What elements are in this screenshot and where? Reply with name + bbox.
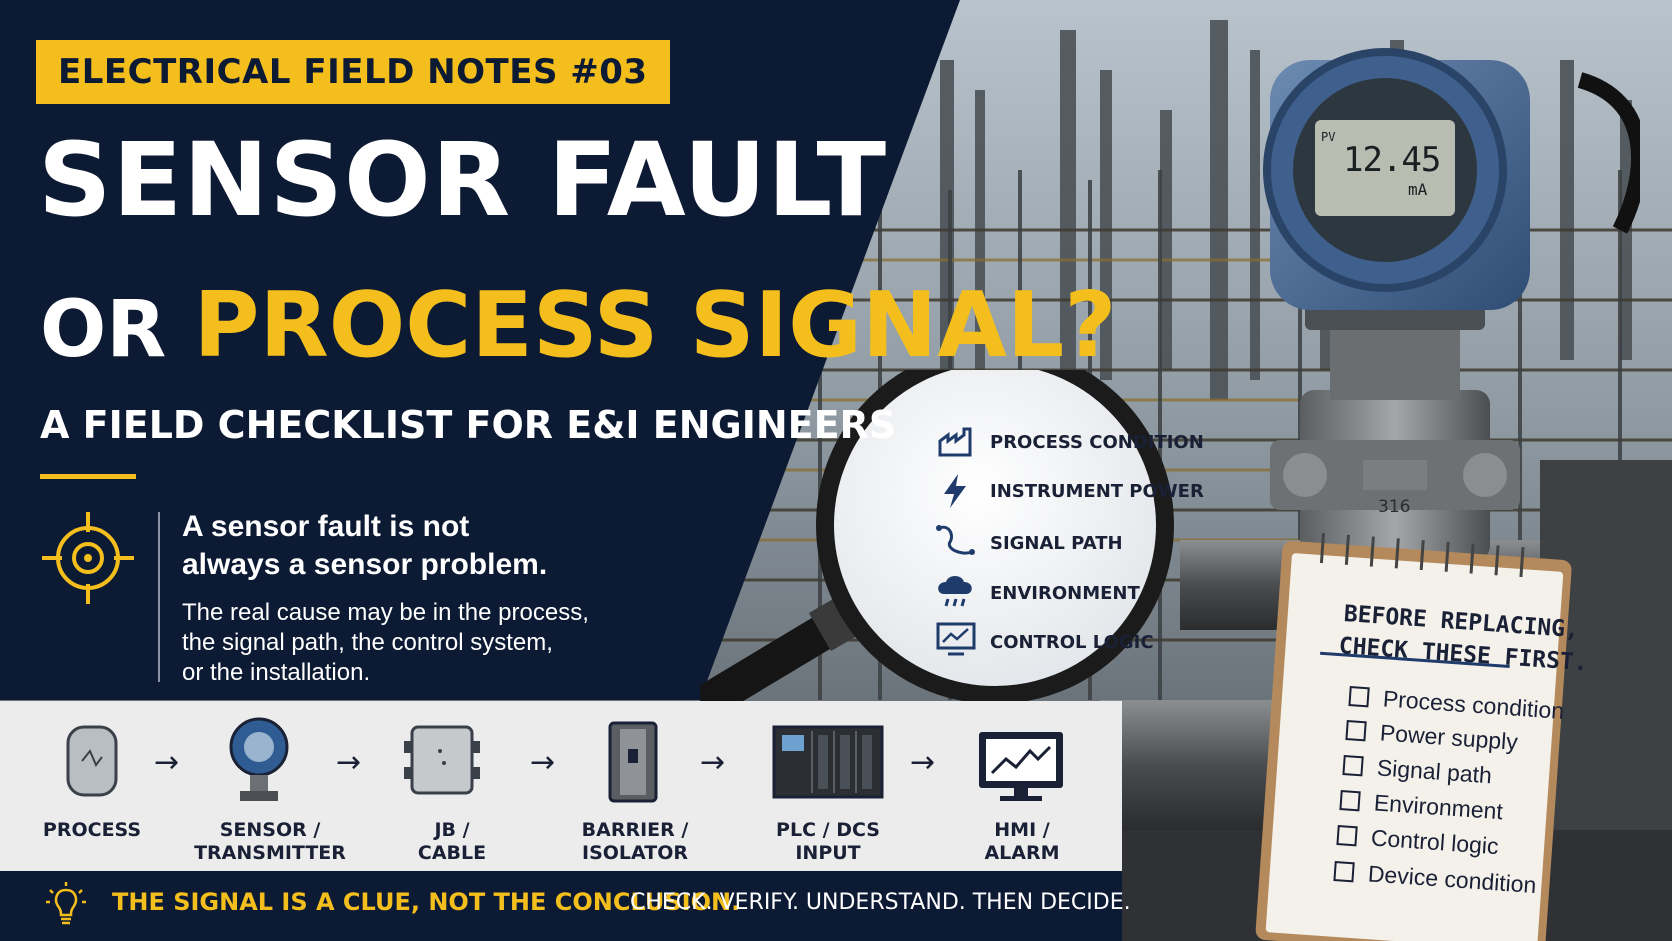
lcd-value: 12.45 (1343, 140, 1441, 180)
footer-tagline: CHECK. VERIFY. UNDERSTAND. THEN DECIDE. (630, 890, 1131, 915)
flow-step-hmi: HMI /ALARM (984, 819, 1060, 864)
arrow-right-icon: → (336, 745, 362, 780)
notepad (1255, 533, 1572, 941)
target-icon (42, 512, 134, 604)
footer-bar (0, 871, 1122, 941)
tank-icon (66, 725, 118, 797)
flow-step-barrier: BARRIER /ISOLATOR (581, 819, 689, 864)
barrier-icon (608, 721, 658, 803)
monitor-icon (979, 732, 1063, 801)
plc-icon (772, 725, 884, 799)
trend-monitor-icon (936, 622, 976, 656)
flange-marking: 316 (1378, 497, 1411, 517)
lightbulb-icon (46, 882, 86, 925)
arrow-right-icon: → (530, 745, 556, 780)
transmitter-photo (1263, 48, 1640, 560)
checkbox-icon (1333, 860, 1355, 883)
checkbox-icon (1348, 685, 1370, 708)
lens-item-instrument-power: INSTRUMENT POWER (990, 481, 1204, 502)
magnifying-glass-icon (700, 370, 1174, 718)
lens-item-control-logic: CONTROL LOGIC (990, 632, 1154, 653)
flow-step-sensor: SENSOR /TRANSMITTER (194, 819, 346, 864)
signal-chain-strip: → → → → → PROCESS SENSOR /TRANSMITTER JB… (0, 701, 1122, 871)
arrow-right-icon: → (700, 745, 726, 780)
flow-step-jb-cable: JB /CABLE (417, 819, 487, 864)
lightning-icon (944, 474, 966, 508)
subtitle: A FIELD CHECKLIST FOR E&I ENGINEERS (40, 403, 897, 447)
series-tag: ELECTRICAL FIELD NOTES #03 (36, 40, 670, 104)
lcd-unit: mA (1408, 180, 1428, 199)
junction-box-icon (404, 725, 480, 795)
lens-item-signal-path: SIGNAL PATH (990, 533, 1123, 554)
arrow-right-icon: → (910, 745, 936, 780)
checkbox-icon (1345, 719, 1367, 742)
transmitter-icon (229, 717, 289, 801)
divider (40, 474, 136, 479)
footer-highlight: THE SIGNAL IS A CLUE, NOT THE CONCLUSION… (112, 888, 741, 916)
lcd-pv-label: PV (1321, 130, 1336, 144)
page-title: SENSOR FAULT (38, 121, 888, 240)
lens-item-environment: ENVIRONMENT (990, 583, 1140, 604)
insight-divider (158, 512, 160, 682)
checkbox-icon (1336, 824, 1358, 847)
insight-lead: A sensor fault is not always a sensor pr… (182, 510, 548, 581)
rain-cloud-icon (938, 576, 972, 607)
wave-path-icon (936, 525, 975, 555)
flow-step-process: PROCESS (42, 819, 142, 841)
factory-icon (938, 427, 972, 457)
checkbox-icon (1339, 789, 1361, 812)
page-title-line2: OR PROCESS SIGNAL? (40, 273, 1117, 378)
lens-item-process-condition: PROCESS CONDITION (990, 432, 1204, 453)
insight-body: The real cause may be in the process, th… (182, 599, 589, 686)
checkbox-icon (1342, 754, 1364, 777)
arrow-right-icon: → (154, 745, 180, 780)
